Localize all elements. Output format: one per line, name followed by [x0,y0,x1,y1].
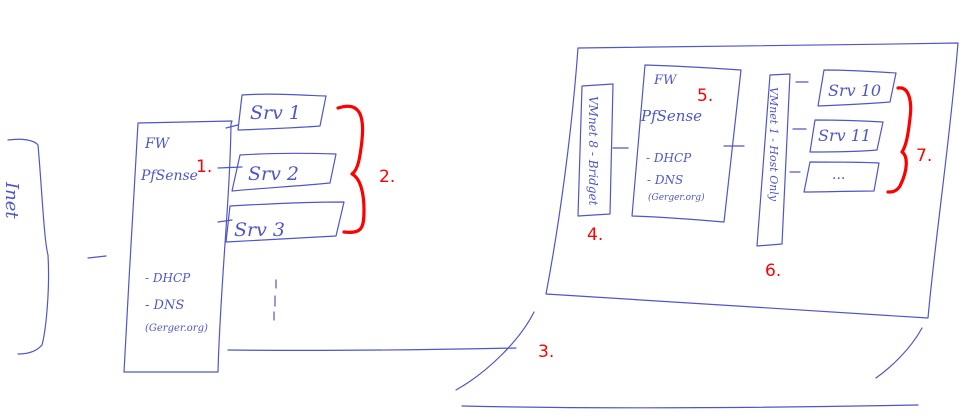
vmnet8-box: VMnet 8 - Bridget [577,83,614,217]
more-servers-dots [273,279,277,321]
internet-label: Inet [1,181,22,219]
left-server-label-2: Srv 2 [248,163,299,185]
annotation-6: 6. [765,261,781,281]
left-fw-label: FW [144,136,171,152]
left-dns-sub-label: (Gerger.org) [145,323,208,334]
vmnet1-label: VMnet 1 - Host Only [767,87,780,202]
right-server-box-3: ... [789,161,880,193]
right-server-label-3: ... [832,167,845,183]
left-server-box-2: Srv 2 [217,152,337,192]
right-dhcp-label: - DHCP [646,151,692,165]
annotation-4: 4. [587,225,603,245]
left-dhcp-label: - DHCP [145,271,191,285]
left-server-box-1: Srv 1 [225,93,327,131]
red-brace-right [886,86,913,194]
annotation-1: 1. [196,157,212,177]
left-server-label-3: Srv 3 [234,219,285,241]
left-server-box-3: Srv 3 [217,201,345,243]
left-pfsense-label: PfSense [140,168,198,184]
red-brace-left [336,104,366,234]
laptop [455,42,959,409]
right-server-label-2: Srv 11 [818,126,871,145]
annotation-5: 5. [697,86,713,106]
annotation-7: 7. [916,146,932,166]
left-server-label-1: Srv 1 [250,102,301,124]
right-pfsense-label: PfSense [640,107,702,125]
right-fw-label: FW [653,73,678,88]
host-link-line [227,347,517,351]
right-server-box-1: Srv 10 [795,69,897,107]
internet-to-fw-line [87,255,107,259]
vmnet1-box: VMnet 1 - Host Only [756,73,791,247]
annotation-3: 3. [538,342,554,362]
annotation-2: 2. [379,167,395,187]
left-firewall-box: FW PfSense - DHCP - DNS (Gerger.org) [123,120,233,373]
right-server-box-2: Srv 11 [792,119,884,153]
right-dns-sub-label: (Gerger.org) [648,192,705,203]
right-dns-label: - DNS [647,173,683,187]
right-server-label-1: Srv 10 [828,81,881,100]
internet-cloud: Inet [1,138,50,355]
left-dns-label: - DNS [145,298,184,313]
vmnet8-label: VMnet 8 - Bridget [586,96,600,206]
right-firewall-box: FW PfSense - DHCP - DNS (Gerger.org) [631,64,742,223]
